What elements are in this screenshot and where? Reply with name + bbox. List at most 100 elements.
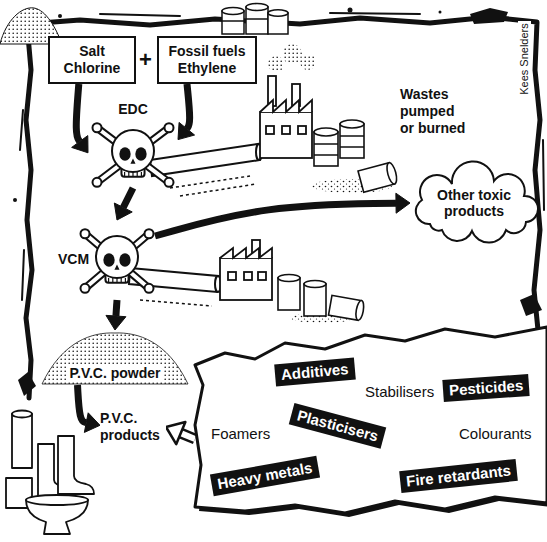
fuel-drums [222, 4, 288, 35]
arrow-shaft [76, 84, 79, 142]
text-holder: Fossil fuels Ethylene [165, 43, 249, 77]
powder-heap [42, 333, 188, 384]
skull-eye [119, 147, 130, 160]
powder-heap: P.V.C. powder [40, 330, 190, 385]
flow-arrow [178, 84, 195, 140]
factory [258, 272, 266, 280]
waste-barrels [312, 120, 398, 193]
text-holder: Colourants [457, 425, 534, 443]
arrow-head [106, 315, 126, 330]
waste-barrels [385, 162, 398, 185]
arrow-head [72, 136, 88, 153]
factory [298, 126, 306, 134]
text-holder: EDC [88, 100, 178, 118]
label-text: + [139, 48, 152, 72]
smoke [282, 44, 302, 64]
dripping-waste [180, 184, 256, 196]
text-holder: P.V.C. products [100, 410, 166, 444]
toxic-chemical: VCM [55, 220, 155, 300]
toxic-cloud: Other toxic products [410, 172, 538, 234]
skull-tooth [125, 278, 126, 283]
arrow-head [84, 413, 100, 433]
ink-splatter [13, 198, 17, 202]
arrow-shaft [78, 385, 87, 423]
input-box: Salt Chlorine [48, 36, 136, 84]
bone [97, 128, 169, 183]
ink-splatter [470, 8, 508, 24]
arrow-head [178, 122, 195, 139]
waste-barrels [358, 162, 398, 193]
bone-knob [81, 284, 90, 293]
bone-knob [81, 229, 90, 238]
arrow-shaft [181, 433, 195, 439]
label-text: Wastes pumped or burned [400, 86, 470, 137]
bone [85, 234, 149, 289]
input-label: Salt Chlorine [56, 43, 128, 77]
waste-barrels [355, 300, 365, 321]
flow-arrow [114, 188, 133, 220]
ink-splatter [348, 8, 353, 13]
waste-barrels [304, 281, 326, 288]
pvc-products [12, 411, 32, 418]
skull-tooth [121, 278, 122, 283]
skull-cranium [112, 130, 154, 172]
text-holder: Foamers [209, 425, 272, 443]
arrow-head [166, 422, 185, 444]
skull-tooth [137, 172, 138, 177]
bone [85, 234, 149, 289]
waste-pipe [150, 144, 262, 176]
flow-arrow [78, 385, 101, 432]
heap-label: P.V.C. powder [66, 365, 163, 382]
text-holder: VCM [55, 250, 92, 268]
additive-name: Pesticides [448, 376, 523, 399]
bone-knob [145, 284, 154, 293]
arrow-head [396, 193, 410, 213]
ink-splatter [58, 14, 62, 18]
ink-frame [20, 13, 544, 300]
arrow-head [114, 203, 132, 220]
toxic-chemical: EDC [88, 100, 178, 188]
flow-arrow [72, 84, 88, 153]
arrow-shaft [123, 188, 133, 207]
factory [282, 126, 290, 134]
skull-cranium [96, 236, 138, 278]
factory [220, 240, 272, 300]
waste-barrels [340, 136, 364, 147]
bone-knob [165, 178, 174, 187]
waste-barrels [278, 278, 300, 310]
fuel-drums [222, 20, 244, 22]
powder-heap [42, 333, 188, 384]
skull-tooth [141, 172, 142, 177]
skull-eye [103, 253, 114, 266]
bone-knob [93, 178, 102, 187]
additive-name: Additives [280, 360, 349, 384]
bone [97, 128, 169, 183]
flow-arrow [166, 422, 195, 444]
smoke [300, 54, 316, 70]
factory [260, 100, 312, 112]
pvc-products [26, 495, 88, 505]
waste-barrels [278, 275, 365, 324]
arrow-shaft [155, 203, 396, 236]
input-box: Fossil fuels Ethylene [157, 36, 257, 84]
arrow-shaft [187, 84, 190, 129]
skull-tooth [112, 278, 113, 283]
factory [228, 272, 236, 280]
factory [220, 248, 272, 258]
waste-barrels [278, 275, 300, 282]
additive-name: Foamers [209, 425, 272, 443]
waste-barrels [314, 132, 338, 166]
ink-splatter [520, 294, 542, 316]
text-holder: Salt Chlorine [56, 43, 128, 77]
waste-barrels [329, 295, 365, 321]
waste-barrels [304, 284, 326, 316]
dripping-waste [170, 176, 250, 188]
skull-tooth [132, 172, 133, 177]
waste-barrels [340, 124, 364, 158]
label-text: Kees Snelders [518, 21, 531, 97]
waste-barrels [314, 144, 338, 155]
factory [260, 112, 312, 158]
cloud-label: Other toxic products [432, 187, 516, 219]
